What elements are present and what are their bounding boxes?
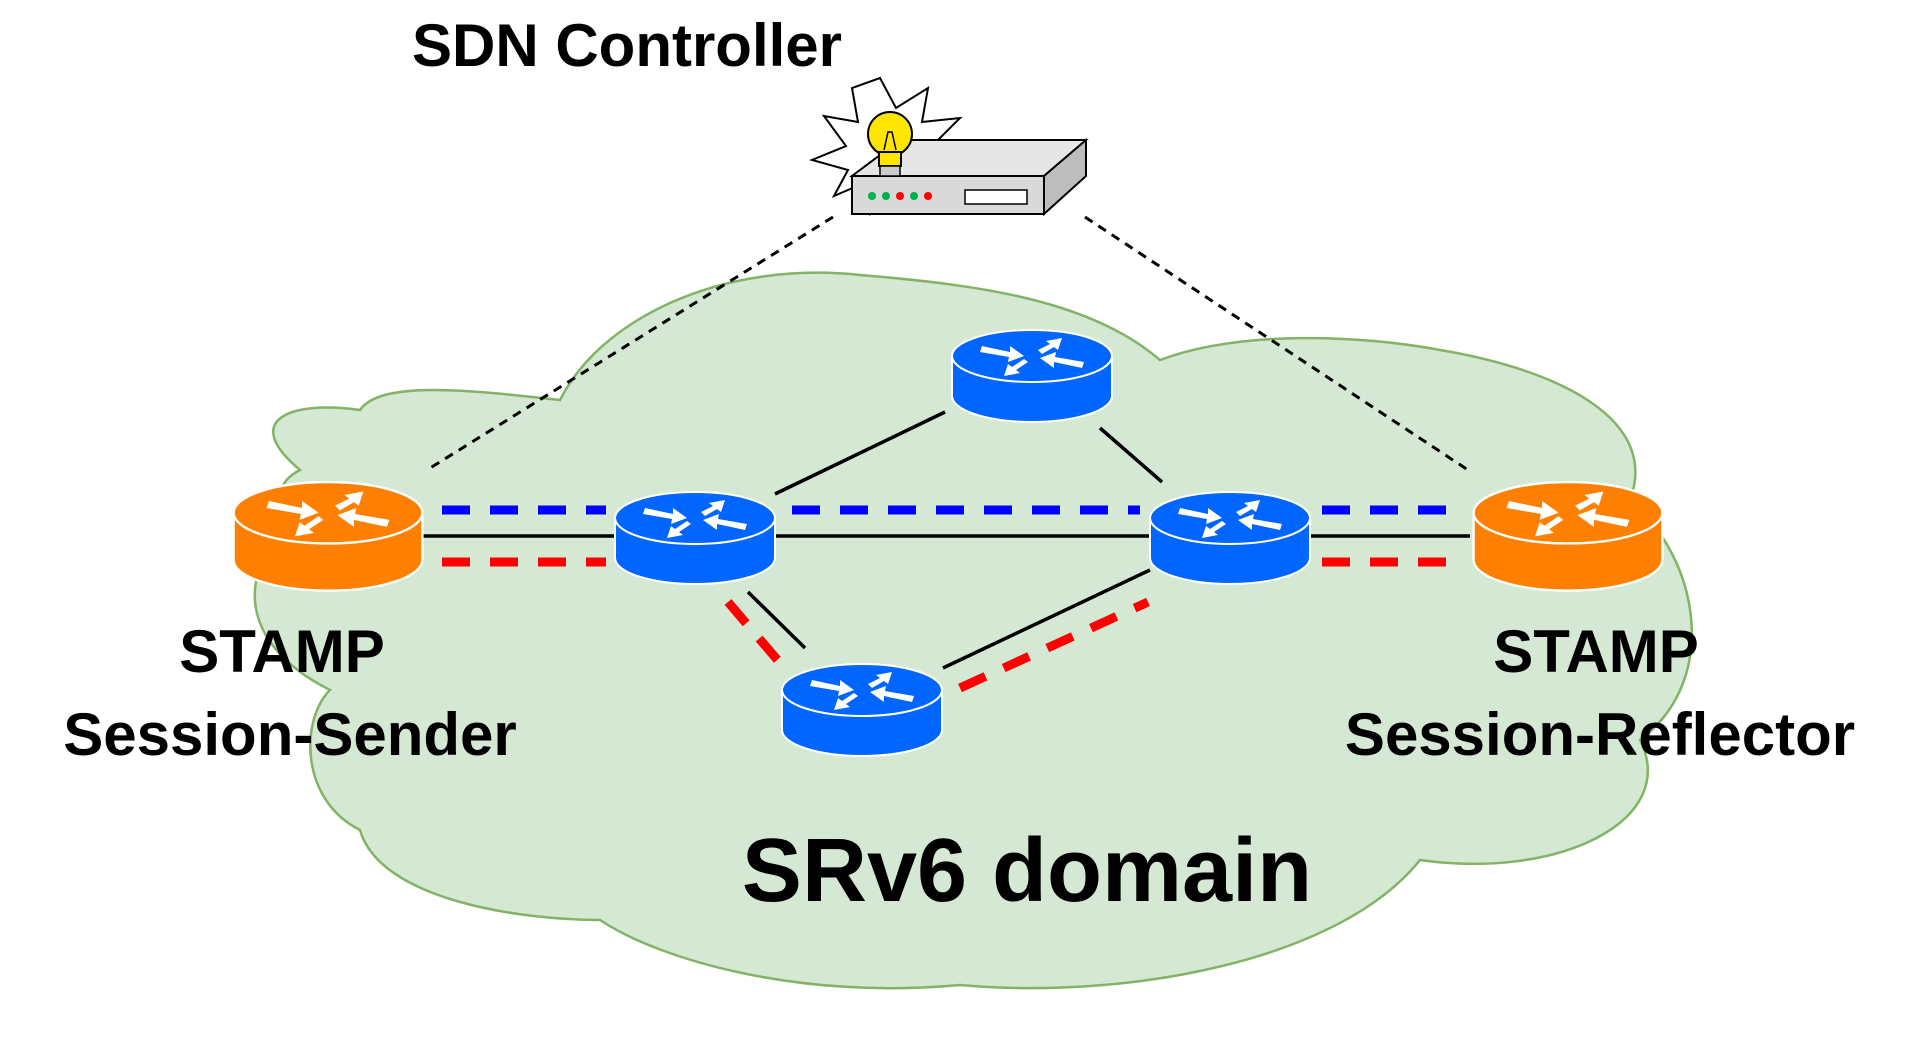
- reflector-router-icon[interactable]: [1472, 480, 1664, 592]
- sender-router-icon[interactable]: [232, 480, 424, 592]
- red-path-seg-3: [958, 597, 1150, 693]
- sender-label-line1: STAMP: [179, 618, 385, 685]
- core-router-4-icon[interactable]: [781, 663, 943, 757]
- sdn-controller-icon[interactable]: [808, 76, 1089, 217]
- link-r1-r2: [774, 410, 946, 496]
- red-path-seg-2: [724, 599, 790, 673]
- core-router-3-icon[interactable]: [1149, 491, 1311, 585]
- link-r4-r3: [942, 568, 1151, 670]
- reflector-label-line2: Session-Reflector: [1344, 701, 1856, 768]
- core-router-1-icon[interactable]: [614, 491, 776, 585]
- lightbulb-icon: [867, 111, 913, 177]
- sender-label-line2: Session-Sender: [63, 701, 517, 768]
- srv6-domain-cloud: [253, 271, 1694, 990]
- core-router-2-icon[interactable]: [951, 329, 1113, 423]
- link-r2-r3: [1098, 426, 1164, 484]
- link-r1-r4: [746, 590, 807, 650]
- red-path: [442, 557, 1460, 693]
- control-link-reflector: [1084, 215, 1469, 472]
- controller-title: SDN Controller: [411, 12, 843, 79]
- physical-links: [420, 410, 1470, 670]
- reflector-label-line1: STAMP: [1493, 618, 1699, 685]
- domain-label: SRv6 domain: [741, 821, 1313, 921]
